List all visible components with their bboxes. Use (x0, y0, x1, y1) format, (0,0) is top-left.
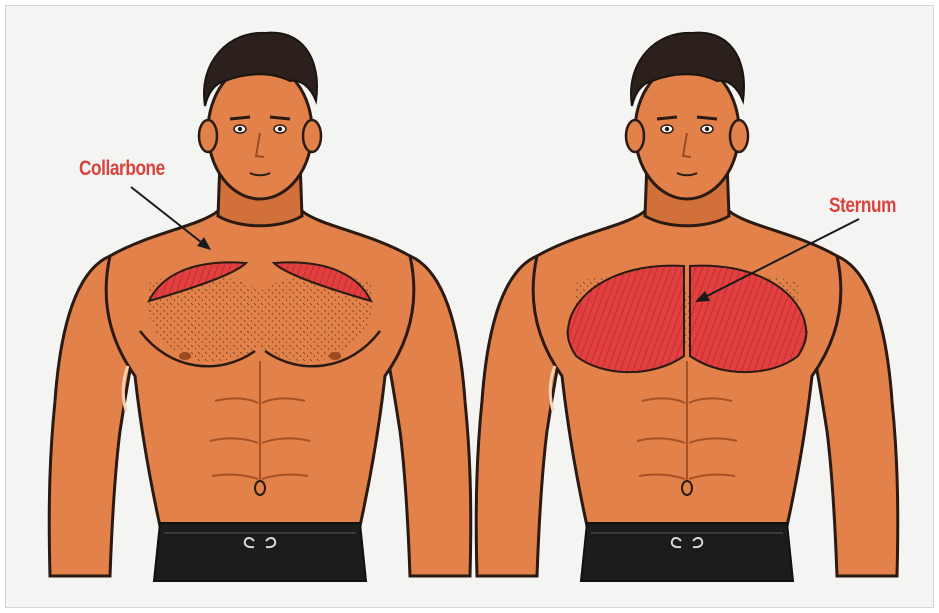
anatomy-illustration (6, 6, 934, 608)
illustration-frame: Collarbone Sternum (5, 5, 934, 608)
upper-chest-figure (49, 33, 471, 581)
sternum-label: Sternum (829, 194, 896, 218)
collarbone-label: Collarbone (79, 157, 165, 181)
full-chest-figure (476, 33, 898, 581)
